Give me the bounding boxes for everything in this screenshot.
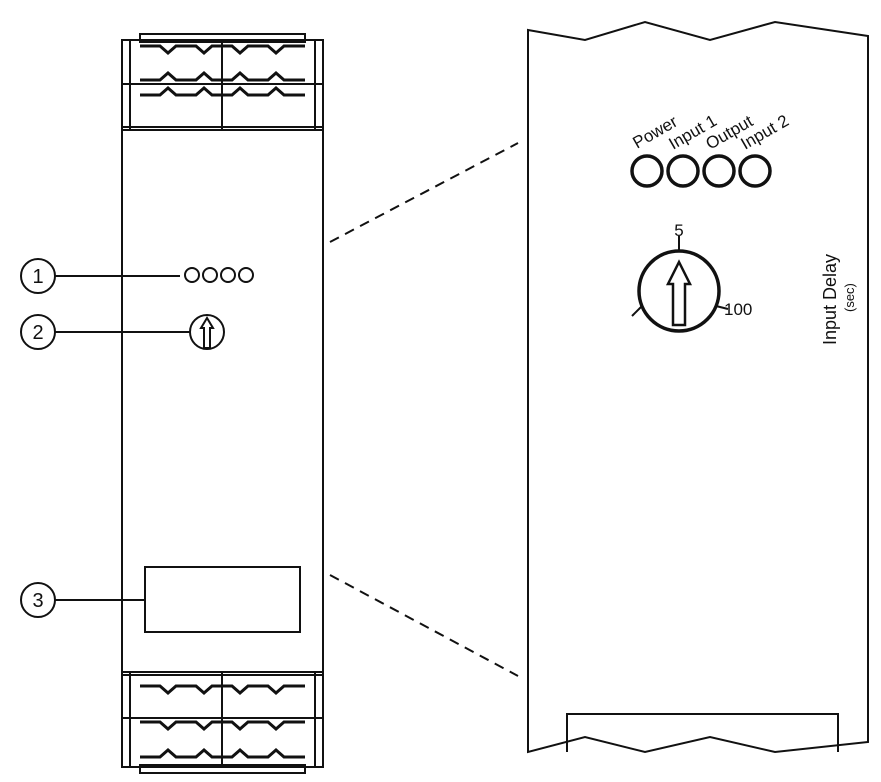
device-housing xyxy=(121,126,324,676)
dial-max-label: 100 xyxy=(724,300,752,319)
dial-tick-low xyxy=(631,305,643,317)
dial-title: Input Delay xyxy=(820,254,840,345)
led-input-2 xyxy=(738,154,772,188)
callout-2 xyxy=(20,314,190,350)
label-window xyxy=(144,566,301,633)
led-power xyxy=(630,154,664,188)
zoom-guide-bottom xyxy=(329,574,519,677)
zoom-guide-top xyxy=(329,142,519,243)
zoomed-led-row xyxy=(630,154,772,188)
dial-unit: (sec) xyxy=(842,283,857,312)
callout-number-3: 3 xyxy=(32,590,43,612)
callout-number-2: 2 xyxy=(32,322,43,344)
callout-number-1: 1 xyxy=(32,266,43,288)
bottom-terminal-block xyxy=(121,671,324,774)
top-terminal-block xyxy=(121,33,324,131)
led-input-1 xyxy=(666,154,700,188)
input-delay-dial xyxy=(631,236,729,333)
dial-pointer-arrow xyxy=(665,259,693,327)
delay-knob xyxy=(189,314,225,350)
led-cluster xyxy=(184,267,254,283)
dial-tick-max xyxy=(715,305,729,310)
zoomed-terminal-notch xyxy=(566,713,839,752)
callout-1 xyxy=(20,258,180,294)
zoomed-panel-outline xyxy=(527,20,869,754)
callout-3 xyxy=(20,582,145,618)
dial-min-label: 5 xyxy=(674,221,683,240)
led-output xyxy=(702,154,736,188)
device-front-view xyxy=(121,33,324,774)
